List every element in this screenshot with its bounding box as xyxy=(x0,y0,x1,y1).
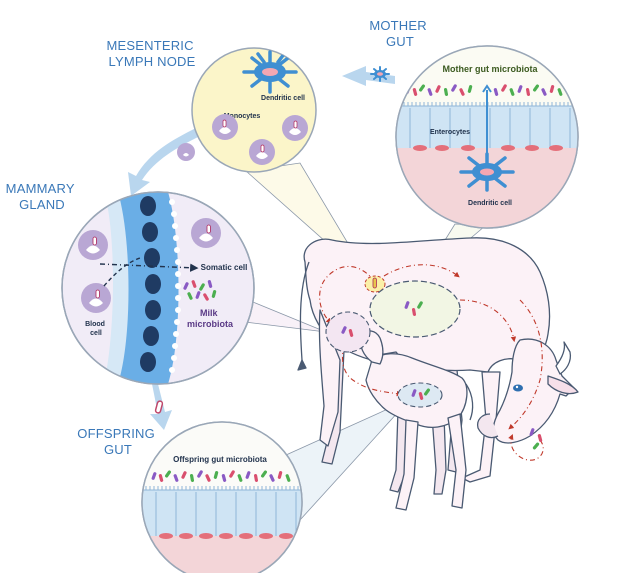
calf-illustration xyxy=(355,330,474,511)
monocyte-icon xyxy=(249,139,275,165)
lymph-node-marker xyxy=(364,275,386,293)
dendritic-cell-label-bottom: Dendritic cell xyxy=(468,200,512,207)
monocyte-icon xyxy=(212,114,238,140)
enterocyte-nuclei xyxy=(413,145,563,151)
offspring-gut-region-marker xyxy=(397,382,443,408)
mother-gut-microbiota-label: Mother gut microbiota xyxy=(443,64,539,74)
somatic-path xyxy=(99,263,199,272)
lymph-node-callout: Dendritic cell Monocytes xyxy=(191,47,317,173)
enterocytes-label: Enterocytes xyxy=(430,129,470,136)
offspring-gut-microbiota-label: Offspring gut microbiota xyxy=(173,455,267,464)
villi-lines xyxy=(409,108,571,148)
monocyte-icon xyxy=(282,115,308,141)
dendritic-cell-label-top: Dendritic cell xyxy=(261,95,305,102)
offspring-gut-callout: Offspring gut microbiota xyxy=(141,421,303,573)
offspring-gut-title: OFFSPRING GUT xyxy=(77,426,158,457)
dendritic-cell-icon xyxy=(459,152,515,192)
blood-cell-icon xyxy=(81,283,111,313)
travelling-monocyte xyxy=(177,143,195,161)
offspring-villi-lines xyxy=(155,492,297,536)
somatic-cell-label: Somatic cell xyxy=(201,263,248,272)
offspring-microvilli xyxy=(142,486,302,491)
monocytes-label: Monocytes xyxy=(224,113,261,120)
somatic-cell-icon xyxy=(191,218,221,248)
blood-cell-icon xyxy=(78,230,108,260)
mammary-gland-callout: Somatic cell Blood cell Milk microbiota xyxy=(61,191,255,385)
gut-region-marker xyxy=(369,280,461,338)
cow-eye xyxy=(513,384,523,392)
mesenteric-lymph-node-title: MESENTERIC LYMPH NODE xyxy=(106,38,197,69)
offspring-nuclei xyxy=(159,533,293,539)
internal-routes xyxy=(319,264,544,461)
dendritic-cell-icon xyxy=(242,50,298,94)
travelling-bacterium xyxy=(154,400,164,414)
blood-cell-label: Blood cell xyxy=(85,321,107,337)
mammary-region-marker xyxy=(325,311,371,353)
mammary-gland-title: MAMMARY GLAND xyxy=(6,181,79,212)
travelling-dendritic-cell xyxy=(370,66,390,82)
lumen-vesicles xyxy=(169,199,181,373)
epithelial-nuclei xyxy=(140,196,161,372)
milk-microbiota-label: Milk microbiota xyxy=(187,308,234,329)
mother-gut-callout: Mother gut microbiota Enterocytes Dendri… xyxy=(395,45,579,229)
mother-gut-title: MOTHER GUT xyxy=(369,18,430,49)
blood-path xyxy=(103,257,141,287)
